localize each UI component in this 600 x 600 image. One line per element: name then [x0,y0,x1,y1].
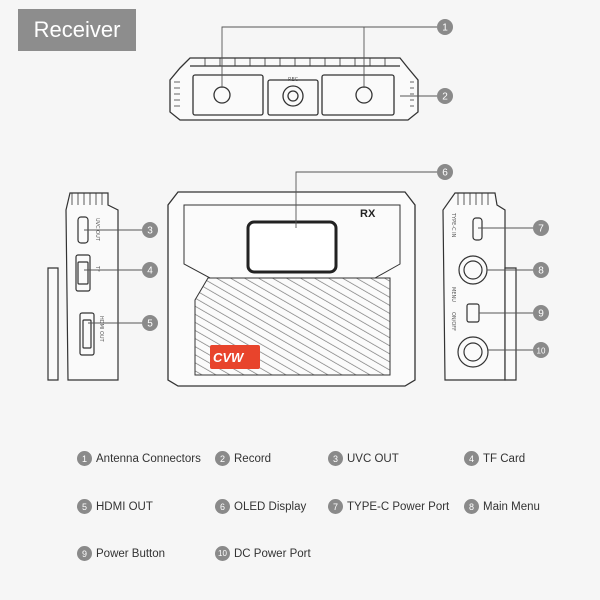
callout-badge-1: 1 [437,19,453,35]
tf-side-label: TF [94,265,100,272]
front-view [167,191,416,387]
callout-badge-8: 8 [533,262,549,278]
top-view [169,57,419,121]
svg-text:9: 9 [538,309,544,320]
typec-side-label: TYPE-C IN [450,212,456,238]
svg-text:5: 5 [147,319,153,330]
logo-text: CVW [213,350,245,365]
leader-lines [84,26,535,351]
callout-badge-3: 3 [142,222,158,238]
callout-badge-9: 9 [533,305,549,321]
cvw-logo [210,345,260,369]
right-side-view [442,192,517,381]
callout-badge-6: 6 [437,164,453,180]
oled-display [246,220,338,274]
svg-text:2: 2 [442,92,448,103]
callout-badge-5: 5 [142,315,158,331]
svg-text:4: 4 [147,266,153,277]
svg-text:8: 8 [538,266,544,277]
power-side-label: ON/OFF [450,312,456,331]
page-title: Receiver [18,9,136,51]
svg-text:10: 10 [537,347,546,356]
hdmi-side-label: HDMI OUT [98,316,104,343]
rx-label: RX [360,208,376,220]
svg-text:1: 1 [442,23,448,34]
menu-side-label: MENU [450,287,456,302]
callout-badge-10: 10 [533,342,549,358]
svg-text:6: 6 [442,168,448,179]
callout-badge-2: 2 [437,88,453,104]
rec-label: REC [288,77,299,83]
callout-badge-7: 7 [533,220,549,236]
svg-text:7: 7 [538,224,544,235]
svg-text:3: 3 [147,226,153,237]
left-side-view [47,192,119,381]
callout-badge-4: 4 [142,262,158,278]
